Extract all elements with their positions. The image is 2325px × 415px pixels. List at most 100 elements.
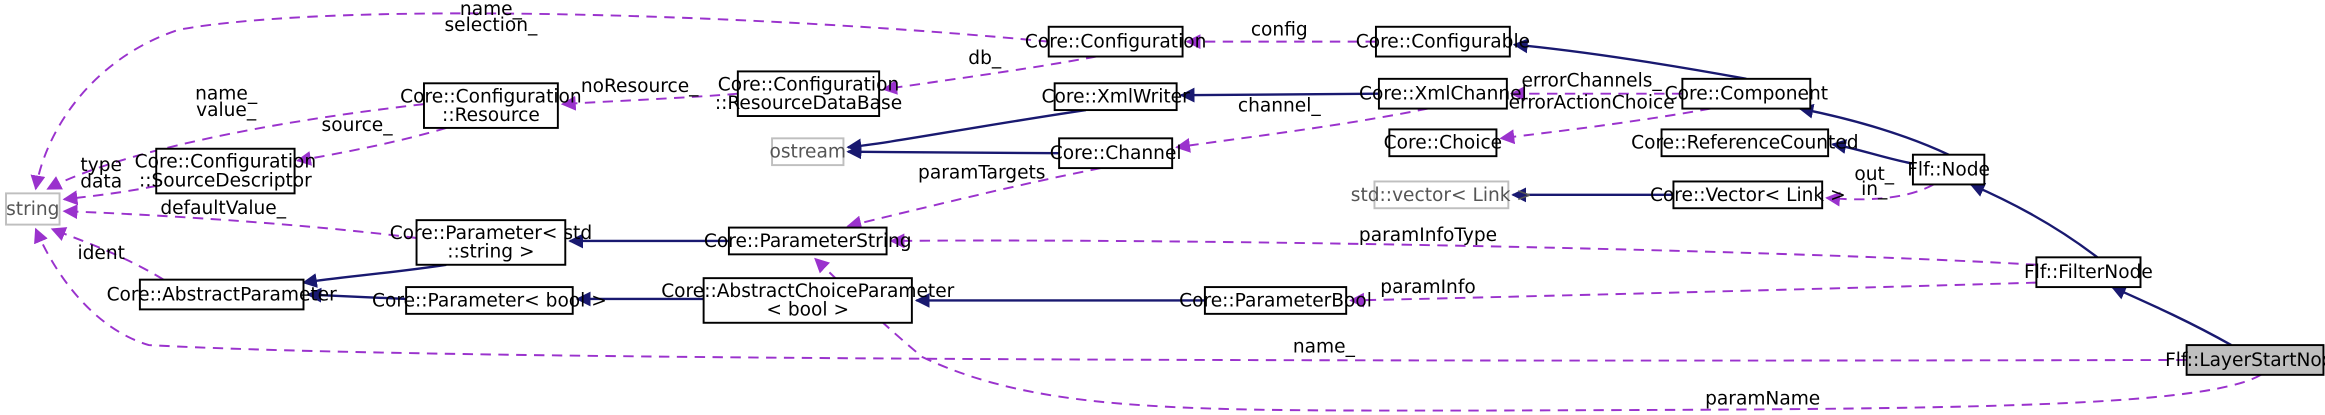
- class-box[interactable]: [702, 277, 913, 324]
- class-name-text: ::ResourceDataBase: [715, 93, 902, 114]
- edge-resourcedb-to-resource: noResource_: [560, 76, 738, 111]
- class-node-flf-node[interactable]: Flf::Node: [1907, 153, 1990, 186]
- class-name-text: Core::ParameterString: [704, 231, 912, 252]
- edge-abstractparam-to-string: ident: [50, 227, 165, 281]
- class-name-text: Flf::FilterNode: [2024, 262, 2153, 283]
- inheritance-arrow-paramstd-abstractparam: [302, 263, 447, 288]
- edge-label: paramInfoType: [1359, 225, 1497, 246]
- class-node-core-configurable[interactable]: Core::Configurable: [1356, 25, 1530, 58]
- class-box[interactable]: [1672, 180, 1824, 210]
- class-node-core-configuration-sourcedescriptor[interactable]: Core::Configuration::SourceDescriptor: [135, 147, 317, 195]
- class-node-core-vector-link[interactable]: Core::Vector< Link >: [1650, 180, 1846, 210]
- class-name-text: Core::Configuration: [1025, 32, 1207, 53]
- class-box[interactable]: [1377, 77, 1508, 110]
- edge-label: name_: [1293, 337, 1356, 358]
- class-node-flf-filternode[interactable]: Flf::FilterNode: [2024, 256, 2153, 289]
- class-node-core-channel[interactable]: Core::Channel: [1050, 137, 1182, 170]
- class-box[interactable]: [155, 147, 296, 195]
- class-name-text: Core::Parameter< std: [390, 223, 592, 244]
- class-box[interactable]: [1047, 25, 1184, 58]
- edge-configuration-to-resourcedb: db_: [882, 48, 1097, 95]
- edge-component-to-choice: errorActionChoice: [1499, 93, 1711, 145]
- class-node-core-abstractparameter[interactable]: Core::AbstractParameter: [107, 278, 338, 311]
- edge-xmlchannel-to-xmlwriter: [1179, 87, 1379, 103]
- usage-arrow-abstractparam-string: [50, 227, 165, 281]
- edge-resource-to-sourcedesc: source_: [296, 115, 447, 166]
- class-box[interactable]: [423, 82, 559, 129]
- class-name-text: Core::ParameterBool: [1179, 290, 1372, 311]
- class-box[interactable]: [1388, 128, 1498, 158]
- class-name-text: ::string >: [447, 242, 534, 263]
- class-box[interactable]: [1681, 77, 1812, 110]
- edge-paramstd-to-string: defaultValue_: [62, 198, 417, 239]
- class-name-text: Core::XmlWriter: [1042, 87, 1191, 108]
- class-box[interactable]: [727, 226, 888, 256]
- class-box[interactable]: [2185, 344, 2325, 376]
- class-node-core-parameterbool[interactable]: Core::ParameterBool: [1179, 286, 1372, 315]
- class-node-core-component[interactable]: Core::Component: [1665, 77, 1828, 110]
- class-node-core-choice[interactable]: Core::Choice: [1384, 128, 1502, 158]
- class-node-core-configuration-resourcedatabase[interactable]: Core::Configuration::ResourceDataBase: [715, 70, 902, 117]
- class-box[interactable]: [771, 137, 845, 167]
- edge-label: defaultValue_: [160, 198, 286, 219]
- usage-arrow-layerstart-string: [34, 227, 2187, 362]
- inheritance-arrow-node-component: [1798, 103, 1950, 156]
- class-box[interactable]: [736, 70, 881, 117]
- class-node-ostream[interactable]: ostream: [769, 137, 846, 167]
- class-node-core-xmlchannel[interactable]: Core::XmlChannel: [1359, 77, 1527, 110]
- usage-arrow-channel-paramstring: [846, 167, 1101, 231]
- class-box[interactable]: [1660, 128, 1830, 158]
- edge-component-to-xmlchannel: errorChannels_: [1509, 70, 1683, 102]
- edge-paramstd-to-abstractparam: [302, 263, 447, 288]
- edge-label: paramInfo: [1380, 277, 1475, 298]
- class-node-core-parameter-bool[interactable]: Core::Parameter< bool >: [372, 286, 607, 315]
- edge-resource-to-string: name_value_: [46, 84, 425, 190]
- class-name-text: Flf::LayerStartNode: [2165, 350, 2325, 371]
- edge-label: config: [1251, 20, 1308, 41]
- class-box[interactable]: [5, 192, 61, 226]
- class-box[interactable]: [415, 219, 567, 266]
- class-box[interactable]: [1053, 82, 1178, 112]
- class-box[interactable]: [138, 278, 305, 311]
- class-node-core-parameterstring[interactable]: Core::ParameterString: [704, 226, 912, 256]
- class-name-text: Core::Parameter< bool >: [372, 290, 607, 311]
- class-box[interactable]: [1911, 153, 1986, 186]
- inheritance-arrow-layerstart-filternode: [2110, 285, 2232, 347]
- edge-label: value_: [196, 100, 257, 121]
- class-node-core-configuration[interactable]: Core::Configuration: [1025, 25, 1207, 58]
- usage-arrow-resourcedb-resource: [560, 92, 738, 111]
- edge-node-to-corevector: out_in_: [1825, 164, 1935, 207]
- edge-label: out_: [1854, 164, 1894, 185]
- usage-arrow-node-corevector: [1825, 183, 1935, 207]
- class-box[interactable]: [1203, 286, 1348, 315]
- class-node-core-xmlwriter[interactable]: Core::XmlWriter: [1042, 82, 1191, 112]
- class-name-text: Core::Choice: [1384, 133, 1502, 154]
- class-node-flf-layerstartnode[interactable]: Flf::LayerStartNode: [2165, 344, 2325, 376]
- usage-arrow-configuration-resourcedb: [882, 55, 1097, 95]
- edge-filternode-to-node: [1969, 183, 2099, 259]
- class-name-text: Flf::Node: [1907, 160, 1990, 181]
- class-node-core-configuration-resource[interactable]: Core::Configuration::Resource: [400, 82, 582, 129]
- class-node-core-abstractchoiceparameter-bool[interactable]: Core::AbstractChoiceParameter< bool >: [661, 277, 955, 324]
- class-name-text: Core::Configuration: [135, 152, 317, 173]
- edge-label: noResource_: [581, 76, 699, 97]
- class-node-string[interactable]: string: [5, 192, 61, 226]
- class-node-core-parameter-std-string[interactable]: Core::Parameter< std::string >: [390, 219, 592, 266]
- edge-label: paramName: [1705, 389, 1820, 410]
- class-box[interactable]: [1374, 25, 1511, 58]
- class-node-core-referencecounted[interactable]: Core::ReferenceCounted: [1631, 128, 1859, 158]
- class-name-text: Core::Configuration: [400, 86, 582, 107]
- class-box[interactable]: [1373, 180, 1510, 210]
- class-box[interactable]: [2035, 256, 2142, 289]
- edge-xmlchannel-to-channel: channel_: [1175, 96, 1429, 153]
- edge-label: type: [80, 155, 122, 176]
- edge-label: source_: [322, 115, 394, 136]
- class-node-std-vector-link[interactable]: std::vector< Link >: [1351, 180, 1532, 210]
- edge-node-to-refcounted: [1831, 139, 1914, 165]
- class-box[interactable]: [405, 286, 574, 315]
- edge-node-to-component: [1798, 103, 1950, 156]
- class-box[interactable]: [1058, 137, 1174, 170]
- class-name-text: Core::AbstractParameter: [107, 284, 338, 305]
